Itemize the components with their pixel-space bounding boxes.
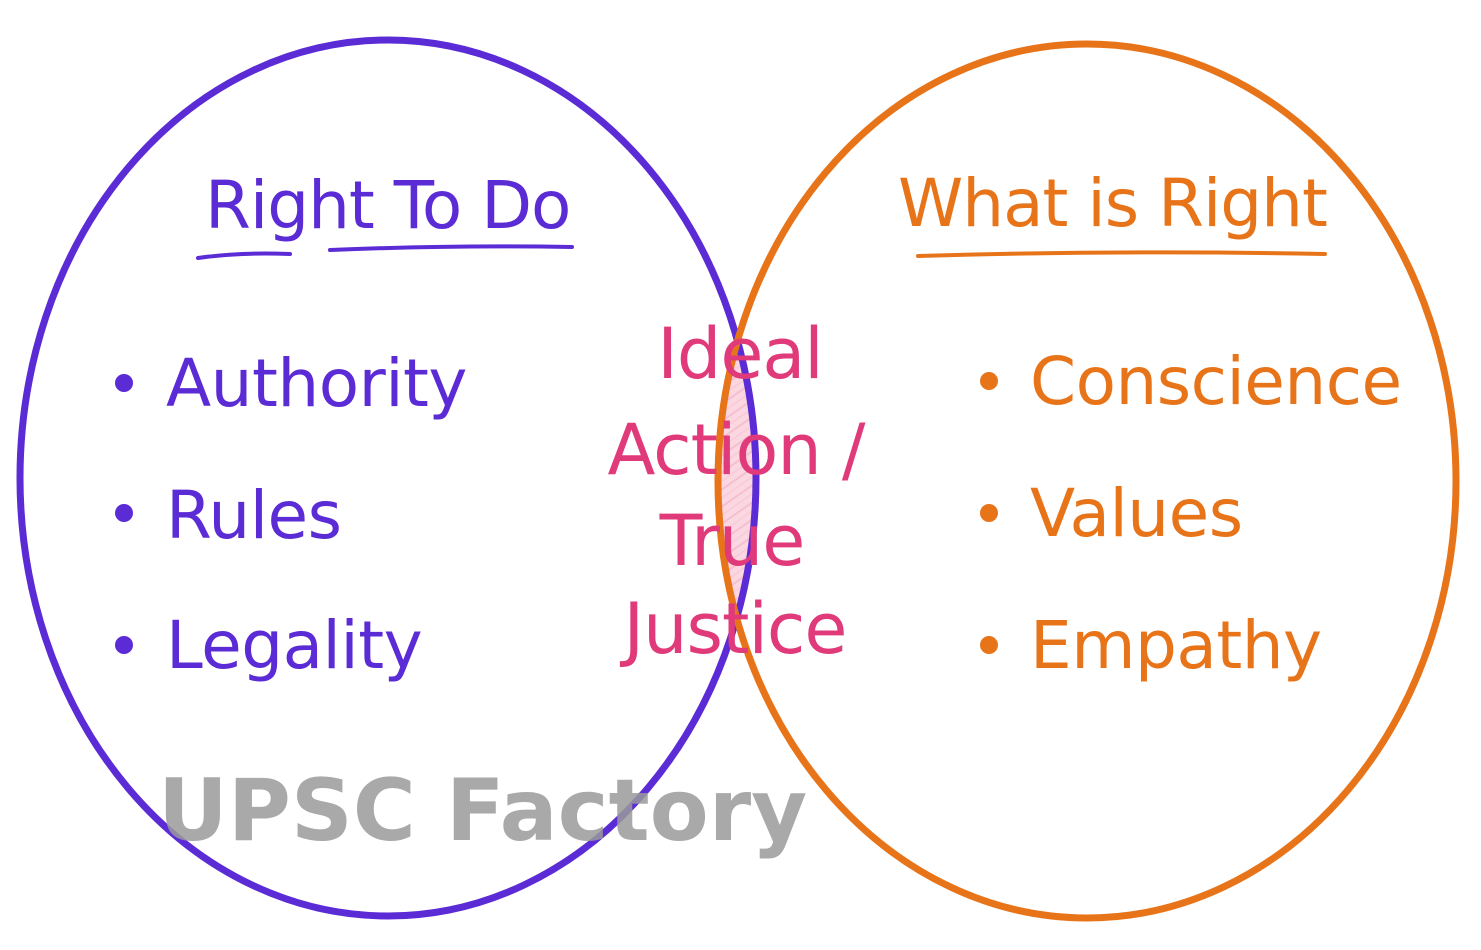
right-circle: [714, 40, 1460, 922]
intersection-label: Ideal Action / True Justice: [607, 313, 866, 670]
intersection-line-1: Ideal: [657, 313, 823, 395]
left-items-list: Authority Rules Legality: [115, 345, 467, 684]
bullet-icon: [980, 636, 998, 654]
bullet-icon: [980, 372, 998, 390]
right-item-conscience: Conscience: [1030, 343, 1402, 420]
left-item-rules: Rules: [166, 477, 342, 554]
bullet-icon: [115, 504, 133, 522]
right-set-title: What is Right: [898, 165, 1327, 242]
bullet-icon: [115, 636, 133, 654]
left-item-authority: Authority: [166, 345, 467, 422]
bullet-icon: [115, 374, 133, 392]
left-circle: [16, 36, 760, 920]
right-item-values: Values: [1030, 475, 1243, 552]
right-title-underline: [916, 250, 1327, 258]
right-item-empathy: Empathy: [1030, 607, 1322, 684]
intersection-line-3: True: [659, 500, 805, 582]
bullet-icon: [980, 504, 998, 522]
left-item-legality: Legality: [166, 607, 422, 684]
left-title-underline: [196, 244, 574, 260]
intersection-line-2: Action /: [607, 409, 865, 491]
watermark: UPSC Factory: [158, 761, 807, 861]
intersection-line-4: Justice: [620, 588, 847, 670]
left-set-title: Right To Do: [205, 167, 570, 244]
right-items-list: Conscience Values Empathy: [980, 343, 1402, 684]
